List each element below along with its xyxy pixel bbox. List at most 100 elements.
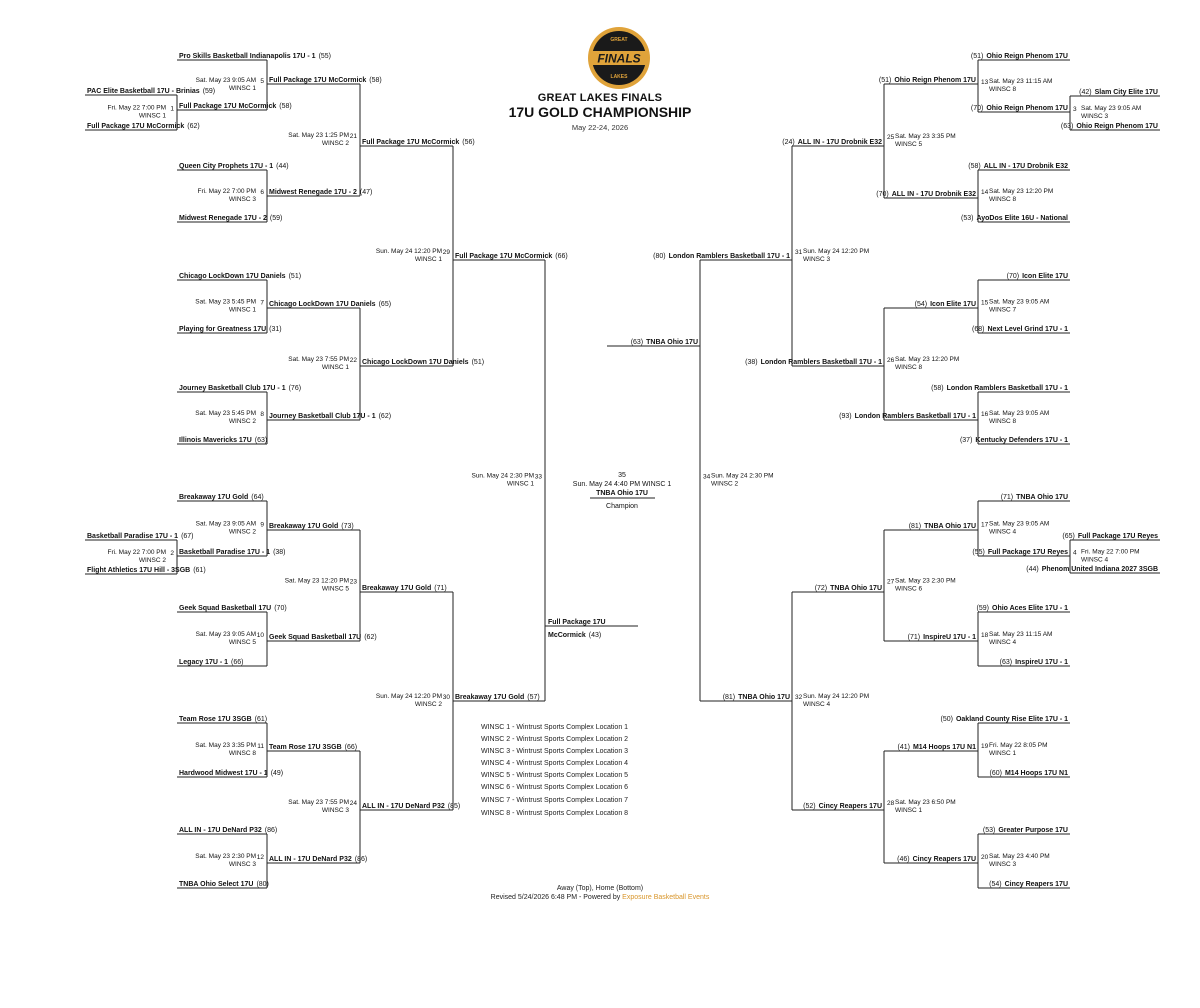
team-name[interactable]: Phenom United Indiana 2027 3SGB	[1042, 566, 1158, 573]
team-name[interactable]: PAC Elite Basketball 17U - Brinias	[87, 88, 200, 95]
semifinal-team-line2[interactable]: McCormick	[548, 632, 586, 639]
team-name[interactable]: Slam City Elite 17U	[1095, 89, 1158, 96]
team-name[interactable]: TNBA Ohio Select 17U	[179, 881, 253, 888]
team-score: (41)	[898, 744, 910, 751]
team-name[interactable]: Breakaway 17U Gold	[362, 585, 431, 592]
team-name[interactable]: Geek Squad Basketball 17U	[179, 605, 271, 612]
team-name[interactable]: Icon Elite 17U	[930, 301, 976, 308]
team-name[interactable]: Cincy Reapers 17U	[1005, 881, 1068, 888]
team-name[interactable]: London Ramblers Basketball 17U - 1	[669, 253, 790, 260]
team-score: (42)	[1079, 89, 1091, 96]
team-name[interactable]: ALL IN - 17U Drobnik E32	[892, 191, 976, 198]
team-score: (55)	[319, 53, 331, 60]
team-name[interactable]: Full Package 17U McCormick	[455, 253, 552, 260]
game-time: Sat. May 23 1:25 PM	[288, 132, 349, 139]
exposure-link[interactable]: Exposure Basketball Events	[622, 894, 710, 901]
team-score: (54)	[989, 881, 1001, 888]
team-name[interactable]: Full Package 17U McCormick	[87, 123, 184, 130]
semifinal-team-line1[interactable]: Full Package 17U	[548, 619, 606, 626]
team-name[interactable]: Full Package 17U McCormick	[362, 139, 459, 146]
team-name[interactable]: Hardwood Midwest 17U - 1	[179, 770, 268, 777]
team-name[interactable]: M14 Hoops 17U N1	[913, 744, 976, 751]
team-name[interactable]: Chicago LockDown 17U Daniels	[362, 359, 469, 366]
team-name[interactable]: TNBA Ohio 17U	[924, 523, 976, 530]
game-location: WINSC 3	[229, 861, 256, 868]
team-name[interactable]: Legacy 17U - 1	[179, 659, 228, 666]
team-name[interactable]: Basketball Paradise 17U - 1	[87, 533, 178, 540]
team-name[interactable]: Ohio Reign Phenom 17U	[986, 105, 1068, 112]
game-time: Sat. May 23 7:55 PM	[288, 799, 349, 806]
team-name[interactable]: Midwest Renegade 17U - 2	[269, 189, 357, 196]
team-name[interactable]: Journey Basketball Club 17U - 1	[269, 413, 376, 420]
game-number: 34	[703, 474, 711, 481]
game-number: 24	[350, 800, 358, 807]
team-name[interactable]: Icon Elite 17U	[1022, 273, 1068, 280]
team-name[interactable]: Ohio Reign Phenom 17U	[1076, 123, 1158, 130]
team-name[interactable]: ALL IN - 17U Drobnik E32	[798, 139, 882, 146]
team-score: (54)	[915, 301, 927, 308]
game-location: WINSC 4	[989, 639, 1016, 646]
team-name[interactable]: Full Package 17U McCormick	[269, 77, 366, 84]
team-name[interactable]: Midwest Renegade 17U - 2	[179, 215, 267, 222]
team-name[interactable]: TNBA Ohio 17U	[1016, 494, 1068, 501]
team-name[interactable]: Pro Skills Basketball Indianapolis 17U -…	[179, 53, 316, 60]
team-name[interactable]: Queen City Prophets 17U - 1	[179, 163, 273, 170]
team-name[interactable]: Team Rose 17U 3SGB	[269, 744, 342, 751]
game-number: 26	[887, 357, 895, 364]
team-name[interactable]: Playing for Greatness 17U	[179, 326, 266, 333]
team-name[interactable]: ALL IN - 17U DeNard P32	[269, 856, 352, 863]
team-score: (65)	[379, 301, 391, 308]
team-name[interactable]: Breakaway 17U Gold	[269, 523, 338, 530]
team-name[interactable]: AyoDos Elite 16U - National	[976, 215, 1068, 222]
team-name[interactable]: Basketball Paradise 17U - 1	[179, 549, 270, 556]
team-name[interactable]: Next Level Grind 17U - 1	[987, 326, 1068, 333]
team-name[interactable]: ALL IN - 17U Drobnik E32	[984, 163, 1068, 170]
champion-team[interactable]: TNBA Ohio 17U	[596, 490, 648, 497]
team-name[interactable]: Breakaway 17U Gold	[455, 694, 524, 701]
team-name[interactable]: M14 Hoops 17U N1	[1005, 770, 1068, 777]
team-name[interactable]: Cincy Reapers 17U	[819, 803, 882, 810]
team-name[interactable]: ALL IN - 17U DeNard P32	[179, 827, 262, 834]
team-name[interactable]: Kentucky Defenders 17U - 1	[975, 437, 1068, 444]
team-name[interactable]: Team Rose 17U 3SGB	[179, 716, 252, 723]
team-name[interactable]: Flight Athletics 17U Hill - 3SGB	[87, 567, 190, 574]
team-name[interactable]: TNBA Ohio 17U	[738, 694, 790, 701]
team-name[interactable]: Ohio Reign Phenom 17U	[986, 53, 1068, 60]
team-name[interactable]: Chicago LockDown 17U Daniels	[269, 301, 376, 308]
game-location: WINSC 1	[507, 481, 534, 488]
team-name[interactable]: ALL IN - 17U DeNard P32	[362, 803, 445, 810]
team-score: (62)	[364, 634, 376, 641]
team-name[interactable]: Illinois Mavericks 17U	[179, 437, 252, 444]
team-name[interactable]: London Ramblers Basketball 17U - 1	[761, 359, 882, 366]
team-name[interactable]: Ohio Aces Elite 17U - 1	[992, 605, 1068, 612]
team-name[interactable]: Full Package 17U McCormick	[179, 103, 276, 110]
team-score: (51)	[971, 53, 983, 60]
team-score: (70)	[971, 105, 983, 112]
game-location: WINSC 8	[229, 750, 256, 757]
team-name[interactable]: TNBA Ohio 17U	[646, 339, 698, 346]
team-name[interactable]: Cincy Reapers 17U	[913, 856, 976, 863]
team-name[interactable]: InspireU 17U - 1	[923, 634, 976, 641]
game-time: Sat. May 23 4:40 PM	[989, 853, 1050, 860]
team-name[interactable]: London Ramblers Basketball 17U - 1	[855, 413, 976, 420]
team-score: (38)	[273, 549, 285, 556]
team-name[interactable]: Oakland County Rise Elite 17U - 1	[956, 716, 1068, 723]
team-name[interactable]: London Ramblers Basketball 17U - 1	[947, 385, 1068, 392]
team-name[interactable]: TNBA Ohio 17U	[830, 585, 882, 592]
team-score: (63)	[1000, 659, 1012, 666]
revised-text: Revised 5/24/2026 6:48 PM - Powered by	[490, 894, 623, 901]
team-name[interactable]: Full Package 17U Reyes	[988, 549, 1068, 556]
game-time: Sat. May 23 12:20 PM	[989, 188, 1053, 195]
team-name[interactable]: Ohio Reign Phenom 17U	[894, 77, 976, 84]
team-name[interactable]: Full Package 17U Reyes	[1078, 533, 1158, 540]
team-name[interactable]: Chicago LockDown 17U Daniels	[179, 273, 286, 280]
team-name[interactable]: Journey Basketball Club 17U - 1	[179, 385, 286, 392]
team-name[interactable]: Breakaway 17U Gold	[179, 494, 248, 501]
team-score: (49)	[271, 770, 283, 777]
final-game-number: 35	[618, 472, 626, 479]
team-score: (70)	[1007, 273, 1019, 280]
team-name[interactable]: Greater Purpose 17U	[998, 827, 1068, 834]
game-location: WINSC 2	[711, 481, 738, 488]
team-name[interactable]: InspireU 17U - 1	[1015, 659, 1068, 666]
team-name[interactable]: Geek Squad Basketball 17U	[269, 634, 361, 641]
